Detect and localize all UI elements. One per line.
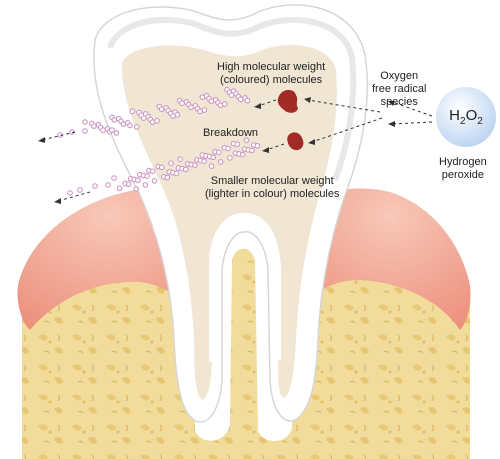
particle bbox=[91, 123, 97, 129]
particle bbox=[243, 137, 250, 144]
particle bbox=[244, 97, 251, 104]
particle bbox=[208, 163, 215, 169]
particle bbox=[92, 183, 98, 189]
particle bbox=[173, 170, 180, 177]
particle bbox=[239, 151, 246, 158]
particle bbox=[120, 121, 127, 127]
particle bbox=[228, 92, 235, 98]
particle bbox=[82, 119, 88, 125]
label-hydrogen-peroxide: Hydrogen peroxide bbox=[439, 156, 487, 181]
coloured-molecule-1 bbox=[277, 89, 298, 113]
arrow-h2o2-to-oxygen-2 bbox=[391, 121, 433, 125]
particle bbox=[67, 190, 73, 196]
particle bbox=[111, 117, 118, 123]
particle bbox=[201, 158, 207, 165]
particle bbox=[234, 141, 240, 148]
particle bbox=[133, 186, 139, 192]
arrow-oxygen-to-molecule-2 bbox=[311, 117, 383, 143]
label-breakdown: Breakdown bbox=[203, 127, 259, 139]
label-high-mw: High molecular weight (coloured) molecul… bbox=[217, 61, 326, 86]
particle bbox=[113, 130, 120, 136]
particle bbox=[197, 108, 203, 115]
particle bbox=[188, 104, 194, 111]
particle bbox=[159, 164, 165, 171]
particle bbox=[151, 178, 158, 184]
particle bbox=[179, 100, 185, 106]
particle bbox=[225, 145, 231, 152]
label-h2o2-formula: H2O2 bbox=[449, 107, 483, 127]
particle bbox=[109, 127, 115, 133]
particle bbox=[164, 174, 171, 181]
particle bbox=[140, 115, 147, 121]
label-oxygen-species: Oxygen free radical species bbox=[372, 70, 427, 108]
dentin bbox=[121, 44, 337, 400]
arrow-out-lower bbox=[57, 191, 91, 202]
particle bbox=[149, 168, 156, 175]
particle bbox=[82, 128, 88, 134]
particle bbox=[182, 166, 189, 173]
particle bbox=[217, 102, 224, 109]
particle bbox=[217, 159, 224, 165]
arrow-oxygen-to-molecule-1 bbox=[307, 99, 381, 113]
particle bbox=[129, 108, 136, 115]
label-smaller-mw: Smaller molecular weight (lighter in col… bbox=[205, 175, 340, 200]
particle bbox=[111, 175, 117, 181]
particle bbox=[177, 156, 183, 162]
particle bbox=[210, 154, 217, 161]
particle bbox=[199, 94, 206, 100]
particle bbox=[135, 177, 141, 183]
particle bbox=[77, 187, 83, 193]
particle bbox=[249, 147, 255, 154]
particle bbox=[149, 119, 156, 125]
particle bbox=[170, 113, 176, 119]
particle bbox=[125, 181, 132, 187]
particle bbox=[133, 124, 140, 130]
pulp-canal bbox=[209, 213, 281, 362]
particle bbox=[216, 149, 222, 156]
particle bbox=[127, 122, 133, 129]
particle bbox=[105, 182, 111, 188]
particle bbox=[158, 106, 165, 113]
gum-right bbox=[312, 188, 471, 330]
particle bbox=[100, 127, 106, 133]
particle-cloud bbox=[57, 86, 261, 196]
arrow-h2o2-to-oxygen-1 bbox=[391, 101, 433, 117]
particle bbox=[142, 182, 149, 188]
particle bbox=[192, 162, 198, 169]
particle bbox=[237, 96, 244, 103]
particle bbox=[116, 185, 123, 192]
coloured-molecule-2 bbox=[287, 132, 304, 151]
particle bbox=[254, 142, 261, 149]
particle bbox=[168, 160, 174, 166]
particle bbox=[227, 155, 233, 161]
particle bbox=[144, 173, 150, 179]
h2o2-circle bbox=[436, 87, 496, 147]
particle bbox=[208, 98, 215, 105]
